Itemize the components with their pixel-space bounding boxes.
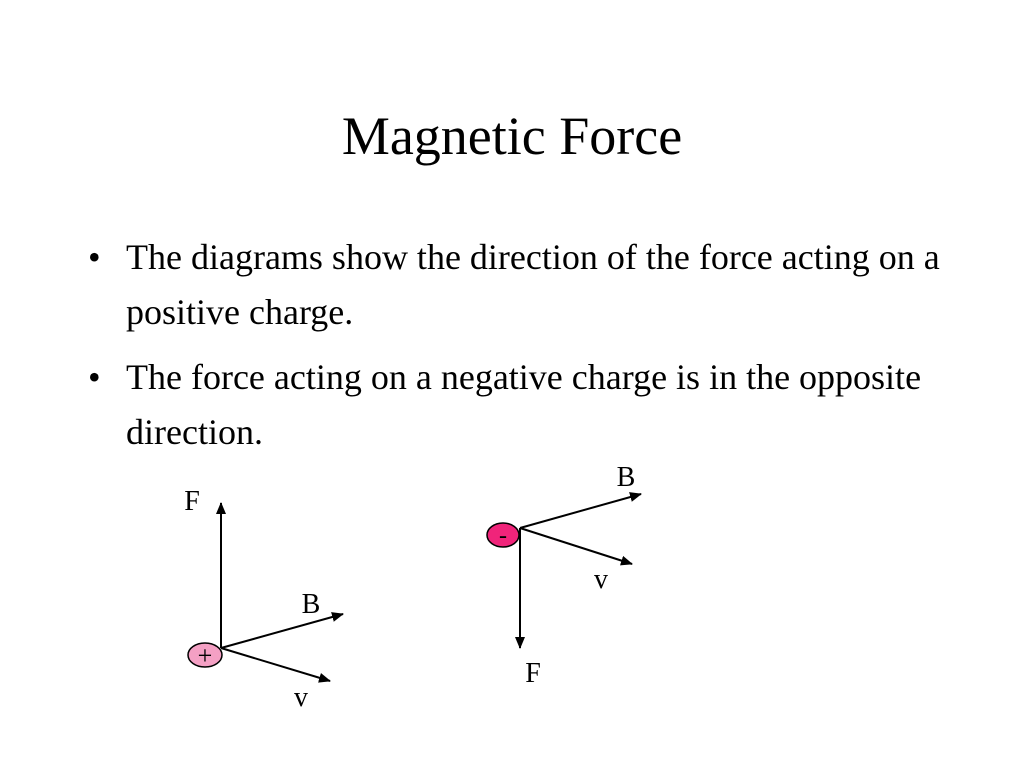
velocity-arrow-v	[519, 527, 633, 566]
field-label: B	[617, 462, 636, 493]
bullet-list: • The diagrams show the direction of the…	[82, 230, 942, 470]
bullet-marker: •	[88, 357, 101, 397]
field-label: B	[302, 589, 321, 620]
bullet-text: The diagrams show the direction of the f…	[126, 237, 940, 332]
negative-charge-sign: -	[499, 523, 507, 549]
negative-charge-circle	[486, 522, 520, 548]
velocity-label: v	[294, 682, 308, 713]
field-arrow-b	[220, 612, 344, 649]
velocity-arrow-v	[220, 647, 331, 683]
negative-charge-diagram: - B v F	[486, 462, 642, 689]
bullet-marker: •	[88, 237, 101, 277]
bullet-item: • The force acting on a negative charge …	[82, 350, 942, 460]
positive-charge-circle	[187, 642, 223, 668]
positive-charge-diagram: + F B v	[184, 486, 344, 713]
bullet-text: The force acting on a negative charge is…	[126, 357, 922, 452]
positive-charge-sign: +	[198, 641, 213, 670]
force-label: F	[184, 486, 200, 517]
velocity-label: v	[594, 564, 608, 595]
bullet-item: • The diagrams show the direction of the…	[82, 230, 942, 340]
force-label: F	[525, 658, 541, 689]
field-arrow-b	[519, 492, 642, 529]
slide-title: Magnetic Force	[341, 106, 683, 166]
